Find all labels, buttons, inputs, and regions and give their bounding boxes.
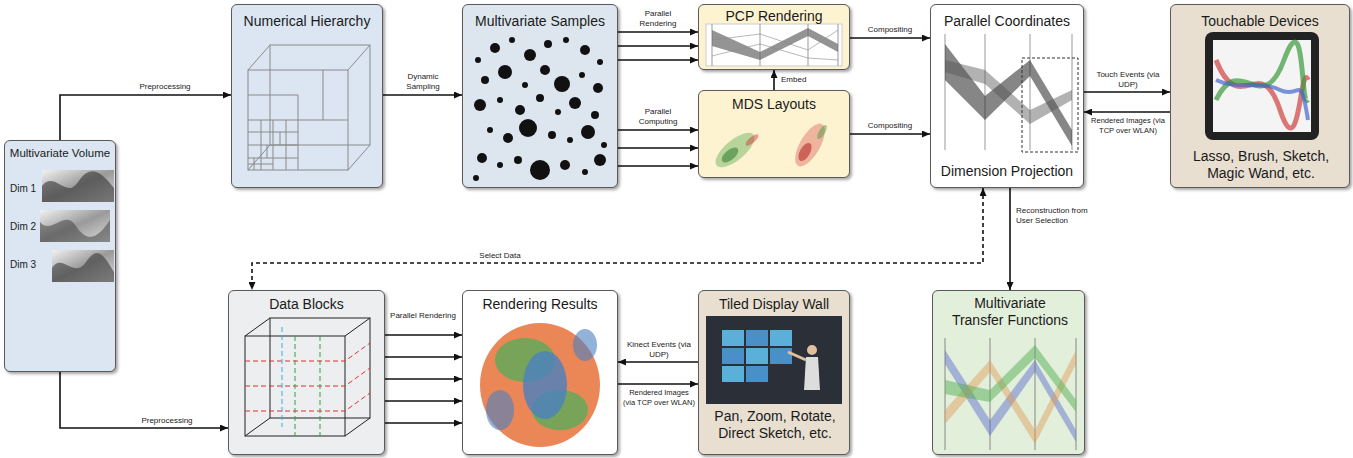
flow-arrow [1009,188,1011,290]
flow-arrow [385,378,462,380]
edge-label: Parallel Rendering [390,311,456,321]
flow-arrow [383,94,462,96]
node-text: Dim 1 [10,183,44,195]
flow-arrow [618,361,698,363]
flow-arrow [850,133,930,135]
edge-label: Dynamic Sampling [397,72,449,92]
flow-arrow [618,147,698,149]
edge-label: Preprocessing [122,416,212,426]
flow-arrow [385,334,462,336]
flow-arrow [1084,91,1170,93]
node-title: Numerical Hierarchy [232,13,382,30]
pcp-image [706,24,842,66]
process-box: Touchable DevicesLasso, Brush, Sketch, M… [1170,4,1350,188]
pcp-view [945,34,1078,152]
flow-arrow [385,356,462,358]
flow-arrow [618,31,698,33]
tablet-photo [1205,32,1319,140]
hierarchy-wireframe [248,45,370,170]
edge-label: Preprocessing [125,82,205,92]
edge-label: Touch Events (via UDP) [1089,70,1167,90]
edge-label: Reconstruction from User Selection [1016,206,1100,226]
mtf-plot [945,338,1076,450]
flow-arrow [60,372,228,428]
flow-arrow [385,422,462,424]
flow-arrow [618,129,698,131]
flow-arrow [385,400,462,402]
flow-arrow [1084,111,1170,113]
node-title: Rendering Results [463,296,617,313]
node-text: Dim 3 [10,259,44,271]
sample-dots [473,37,607,181]
edge-label: Select Data [470,251,530,261]
volume-slices [40,170,114,282]
process-box: Multivariate VolumeDim 1 Dim 2 Dim 3 [4,140,116,372]
node-title: Multivariate Transfer Functions [948,295,1072,329]
process-box: MDS Layouts [698,90,850,178]
volume-rendering [480,323,600,447]
edge-label: Compositing [855,25,925,35]
edge-label: Kinect Events (via UDP) [623,340,695,360]
edge-label: Parallel Computing [626,107,690,127]
node-title: Touchable Devices [1171,13,1349,30]
edge-label: Rendered Images (via TCP over WLAN) [1089,116,1167,136]
edge-label: Rendered Images (via TCP over WLAN) [623,388,695,408]
process-box: Multivariate Samples [462,4,618,188]
node-title: PCP Rendering [699,8,849,25]
block-cube [245,318,370,436]
process-box: Numerical Hierarchy [231,4,383,188]
mds-scatter [710,119,830,173]
node-title: Tiled Display Wall [699,296,849,313]
process-box: Parallel CoordinatesDimension Projection [930,4,1084,188]
node-text: Dim 2 [10,221,44,233]
node-title: Multivariate Samples [463,13,617,30]
flow-arrow [618,383,698,385]
process-box: Data Blocks [228,290,385,455]
flow-arrow [618,165,698,167]
node-title: Parallel Coordinates [931,13,1083,30]
node-title: Multivariate Volume [5,147,115,161]
node-text: Dimension Projection [931,163,1083,180]
edge-label: Embed [781,75,821,85]
process-box: Multivariate Transfer Functions [932,290,1085,455]
node-title: Data Blocks [229,296,384,313]
node-text: Pan, Zoom, Rotate, Direct Sketch, etc. [702,408,848,442]
flow-arrow [60,95,231,140]
process-box: Tiled Display WallPan, Zoom, Rotate, Dir… [698,290,850,455]
process-box: PCP Rendering [698,4,850,70]
edge-label: Compositing [855,121,925,131]
flow-arrow [850,37,930,39]
node-title: MDS Layouts [699,96,849,113]
flow-arrow [618,59,698,61]
display-wall-photo [706,316,842,404]
process-box: Rendering Results [462,290,618,455]
node-text: Lasso, Brush, Sketch, Magic Wand, etc. [1175,148,1347,182]
flow-arrow [773,70,775,90]
flow-arrow [618,45,698,47]
flow-arrow [252,188,983,290]
edge-label: Parallel Rendering [626,9,690,29]
